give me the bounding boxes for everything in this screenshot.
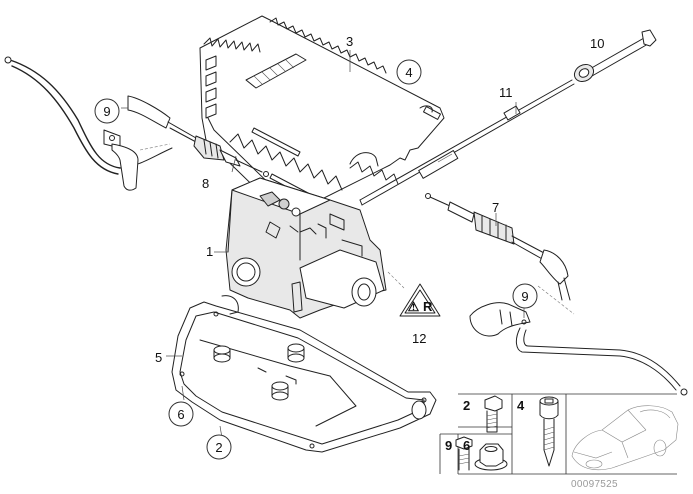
drawing-number: 00097525 (571, 479, 618, 490)
legend-vehicle-silhouette (571, 405, 679, 471)
svg-text:6: 6 (463, 438, 470, 453)
callout-3[interactable]: 3 (346, 34, 353, 49)
svg-text:4: 4 (405, 65, 412, 80)
svg-text:9: 9 (521, 289, 528, 304)
part-rod[interactable] (359, 79, 575, 206)
callouts: 1 2 3 4 5 6 7 8 9 9 10 11 12 (94, 34, 604, 460)
callout-6[interactable]: 6 (168, 401, 194, 427)
part-warning-label[interactable]: ⚠ R (387, 271, 441, 317)
callout-9-left[interactable]: 9 (94, 98, 120, 124)
svg-text:2: 2 (215, 440, 222, 455)
legend-item-hex-bolt[interactable]: 2 (463, 395, 503, 433)
legend-item-fillister-screw[interactable]: 4 (517, 396, 559, 467)
part-oil-pan[interactable] (171, 295, 437, 453)
pan-boss (271, 381, 289, 401)
legend-item-collar-nut[interactable]: 6 (463, 438, 508, 471)
svg-text:9: 9 (103, 104, 110, 119)
callout-8[interactable]: 8 (202, 176, 209, 191)
callout-5[interactable]: 5 (155, 350, 162, 365)
legend-item-short-bolt[interactable]: 9 (445, 436, 473, 471)
svg-text:6: 6 (177, 407, 184, 422)
part-protective-cover[interactable] (199, 15, 445, 213)
callout-9-right[interactable]: 9 (512, 283, 538, 309)
warning-label-glyph: ⚠ R (408, 299, 433, 314)
callout-11[interactable]: 11 (499, 85, 513, 100)
svg-text:4: 4 (517, 398, 525, 413)
callout-10[interactable]: 10 (590, 36, 604, 51)
part-cable-left[interactable] (4, 56, 269, 191)
pan-boss (287, 343, 305, 363)
callout-12[interactable]: 12 (412, 331, 426, 346)
part-grommet-tube[interactable] (571, 29, 657, 85)
callout-7[interactable]: 7 (492, 200, 499, 215)
callout-4[interactable]: 4 (396, 59, 422, 85)
part-cable-right[interactable] (425, 193, 688, 396)
svg-text:9: 9 (445, 438, 452, 453)
pan-boss (213, 345, 231, 363)
callout-2[interactable]: 2 (206, 434, 232, 460)
callout-1[interactable]: 1 (206, 244, 213, 259)
svg-text:2: 2 (463, 398, 470, 413)
hardware-legend: 2 4 9 6 (439, 393, 679, 490)
leader-lines (121, 50, 525, 439)
part-hydraulic-control-unit[interactable] (225, 177, 387, 319)
